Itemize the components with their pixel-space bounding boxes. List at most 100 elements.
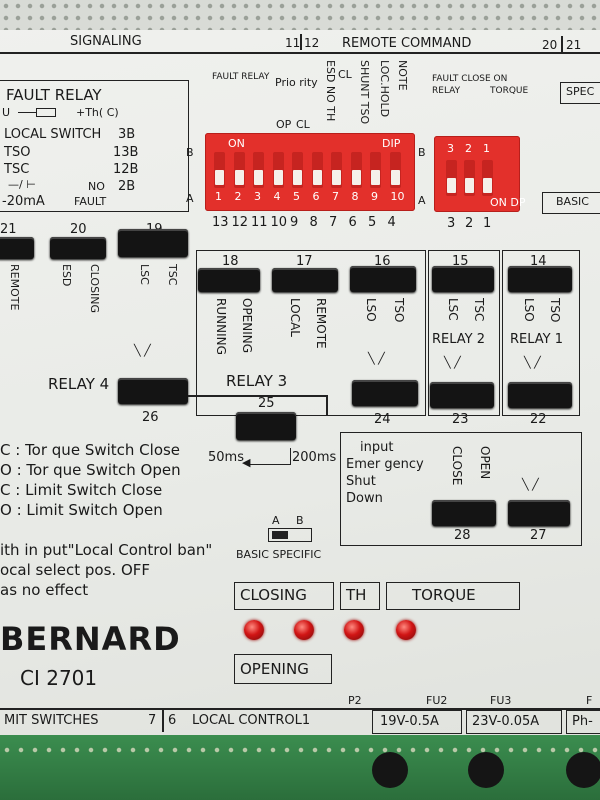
relay-contact-icon: ╲ ╱ (368, 352, 385, 365)
arrow-left-icon: ◀ (242, 456, 251, 469)
dip-small-switch-1[interactable] (482, 160, 493, 196)
jumper-27[interactable] (508, 500, 570, 526)
dip-main-number: 6 (312, 190, 320, 203)
jumper-17[interactable] (272, 268, 338, 292)
jumper-26[interactable] (118, 378, 188, 404)
remote-command-label: REMOTE COMMAND (342, 36, 472, 51)
dip-main-number: 10 (390, 190, 405, 203)
led-closing (244, 620, 264, 640)
dip-main-switch-2[interactable] (233, 152, 245, 188)
jumper-16[interactable] (350, 266, 416, 292)
dip-main-number: 9 (371, 190, 378, 203)
dip-small-switch-2[interactable] (464, 160, 475, 196)
jumper-20[interactable] (50, 237, 106, 259)
relay-contact-icon: ╲ ╱ (524, 356, 541, 369)
dip-knob (447, 178, 456, 193)
terminal-21: 21 (566, 38, 582, 52)
dip-main-number: 3 (254, 190, 261, 203)
led-label-closing: CLOSING (240, 586, 307, 604)
fuse-holder-fu3[interactable] (468, 752, 504, 788)
dip-main-number: 1 (215, 190, 222, 203)
led-opening (294, 620, 314, 640)
dip-small-pin: 1 (483, 216, 492, 231)
limit-switches-label: MIT SWITCHES (4, 713, 99, 728)
dip-main-number: 2 (234, 190, 242, 203)
dip-main-pin: 7 (329, 215, 338, 230)
dip-main-pin: 10 (270, 215, 288, 230)
jumper-18[interactable] (198, 268, 260, 292)
model-number: CI 2701 (20, 666, 98, 690)
led-label-th: TH (346, 586, 367, 604)
fault-relay-title: FAULT RELAY (6, 86, 102, 104)
dip-main-switch-9[interactable] (370, 152, 381, 188)
fu3-rating: 23V-0.05A (472, 714, 540, 729)
relay3-group-box (196, 250, 426, 416)
dip-small-number: 3 (447, 142, 454, 155)
dip-small-switch-3[interactable] (446, 160, 457, 196)
ab-slide-switch[interactable] (268, 528, 312, 542)
dip-main-pin: 12 (231, 215, 249, 230)
fuse-holder-fu2[interactable] (372, 752, 408, 788)
jumper-14[interactable] (508, 266, 572, 292)
dip-knob (332, 170, 341, 185)
jumper-22[interactable] (508, 382, 572, 408)
fault-relay-box (0, 80, 189, 212)
signaling-label: SIGNALING (70, 34, 142, 49)
terminal-20: 20 (542, 38, 558, 52)
led-label-opening: OPENING (240, 660, 309, 678)
fuse-holder-fu4[interactable] (566, 752, 600, 788)
led-label-torque: TORQUE (412, 586, 476, 604)
terminal-12: 12 (304, 36, 320, 50)
dip-main-pin: 9 (290, 215, 299, 230)
dip-knob (390, 170, 400, 185)
dip-small-pin: 2 (465, 216, 474, 231)
jumper-28[interactable] (432, 500, 496, 526)
jumper-25[interactable] (236, 412, 296, 440)
dip-knob (273, 170, 283, 185)
dip-knob (254, 170, 263, 185)
dip-main-switch-4[interactable] (272, 152, 284, 188)
jumper-15[interactable] (432, 266, 494, 292)
relay2-box (428, 250, 500, 416)
dip-main-switch-6[interactable] (311, 152, 323, 188)
dip-small-pin: 3 (447, 216, 456, 231)
dip-main-pin: 4 (387, 215, 396, 230)
terminal-11: 11 (285, 36, 301, 50)
dip-main-pin: 8 (309, 215, 318, 230)
dip-knob (351, 170, 361, 185)
jumper-24[interactable] (352, 380, 418, 406)
dip-knob (293, 170, 302, 185)
terminal-strip (0, 0, 600, 30)
dip-knob (215, 170, 224, 185)
led-th (344, 620, 364, 640)
dip-main-switch-3[interactable] (253, 152, 264, 188)
jumper-21[interactable] (0, 237, 34, 259)
relay-contact-icon: ╲ ╱ (134, 344, 151, 357)
jumper-19[interactable] (118, 229, 188, 257)
dip-main-switch-1[interactable] (214, 152, 225, 188)
dip-main-number: 4 (273, 190, 281, 203)
local-control-label: LOCAL CONTROL1 (192, 713, 311, 728)
dip-main-pin: 13 (212, 215, 229, 230)
dip-main-switch-7[interactable] (331, 152, 342, 188)
dip-main-number: 8 (351, 190, 359, 203)
jumper-23[interactable] (430, 382, 494, 408)
dip-main-number: 5 (293, 190, 300, 203)
ab-slider-knob (272, 531, 288, 539)
dip-main-pin: 5 (368, 215, 377, 230)
dip-main-switch-8[interactable] (350, 152, 362, 188)
dip-knob (465, 178, 474, 193)
dip-main-pin: 11 (251, 215, 268, 230)
dip-main-switch-5[interactable] (292, 152, 303, 188)
dip-knob (312, 170, 322, 185)
fuse-icon (36, 108, 56, 117)
brand-logo: BERNARD (0, 620, 181, 658)
relay1-box (502, 250, 580, 416)
dip-knob (234, 170, 244, 185)
dip-knob (483, 178, 492, 193)
led-torque (396, 620, 416, 640)
dip-main-number: 7 (332, 190, 339, 203)
esd-input-box (340, 432, 582, 546)
dip-main-switch-10[interactable] (389, 152, 401, 188)
relay-contact-icon: ╲ ╱ (522, 478, 539, 491)
